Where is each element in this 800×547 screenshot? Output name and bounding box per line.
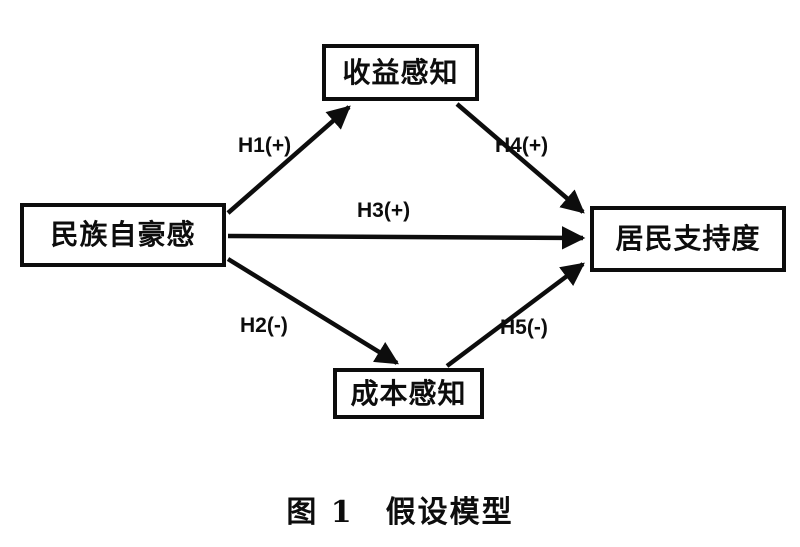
- edge-label-h2: H2(-): [240, 314, 288, 337]
- edge-h1-arrow: [226, 105, 351, 215]
- node-perceived-benefit: 收益感知: [322, 44, 479, 101]
- figure-caption: 图 1 假设模型: [286, 495, 514, 530]
- edge-label-h1: H1(+): [238, 134, 292, 157]
- node-label-pride: 民族自豪感: [50, 218, 196, 251]
- edge-label-h3: H3(+): [357, 199, 411, 222]
- node-national-pride: 民族自豪感: [20, 203, 226, 267]
- node-label-cost: 成本感知: [350, 376, 467, 410]
- edge-h4-arrow: [455, 102, 585, 214]
- edge-label-h4: H4(+): [495, 134, 549, 157]
- edge-h3-arrow: [227, 226, 586, 250]
- edge-h5-arrow: [445, 262, 585, 368]
- node-label-benefit: 收益感知: [342, 55, 459, 89]
- node-perceived-cost: 成本感知: [333, 368, 484, 419]
- node-resident-support: 居民支持度: [590, 206, 786, 272]
- edge-label-h5: H5(-): [500, 316, 548, 339]
- node-label-support: 居民支持度: [615, 222, 761, 255]
- edge-h2-arrow: [226, 257, 399, 365]
